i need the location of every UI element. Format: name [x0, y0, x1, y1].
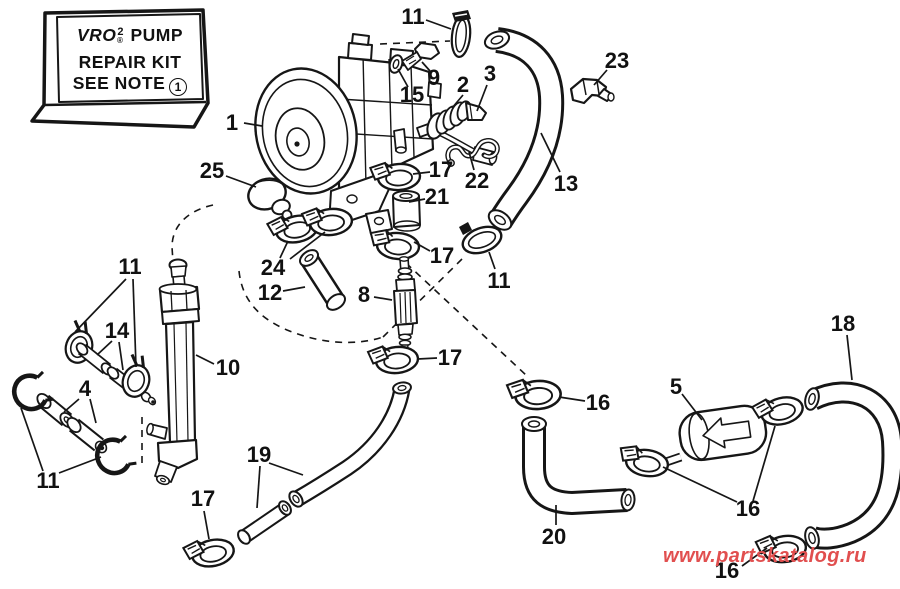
part-clamp-17c: [366, 341, 421, 378]
watermark: www.partskatalog.ru: [663, 545, 867, 567]
part-retainer-clip: [569, 77, 615, 105]
part-hose-4b: [66, 417, 108, 454]
part-sleeve-21: [392, 190, 421, 232]
part-clamp-spring-b: [117, 350, 158, 402]
part-clamp-17d: [181, 532, 238, 573]
part-bellows-fitting: [416, 100, 487, 140]
leader-lines: [20, 19, 853, 567]
assembly-dashed-lines: [141, 40, 528, 469]
repair-kit-box: [30, 8, 210, 129]
part-hose-12: [298, 249, 347, 311]
kit-line-2: REPAIR KIT: [78, 51, 182, 72]
part-clamp-retainer-top: [450, 10, 472, 59]
part-hose-18: [804, 381, 900, 550]
part-screw: [401, 42, 440, 71]
note-number-circle: 1: [169, 78, 188, 96]
part-plug-25: [247, 177, 293, 221]
part-fuel-primer-10: [146, 258, 201, 486]
part-hose-13: [483, 27, 565, 231]
part-pump-assembly: [254, 33, 498, 235]
part-clamp-16b: [616, 443, 672, 480]
part-clamp-17b: [367, 227, 422, 262]
part-fuel-fitting-8: [393, 256, 418, 353]
part-wire-bracket: [445, 138, 500, 167]
part-clamp-16a: [505, 375, 563, 413]
part-washer: [388, 54, 404, 74]
part-clamp-11-right: [459, 222, 503, 255]
part-hose-19-long: [288, 381, 412, 508]
part-hose-19-short: [237, 500, 292, 545]
part-hose-20: [521, 416, 636, 515]
kit-line-1: VRO2®PUMP: [76, 25, 184, 45]
